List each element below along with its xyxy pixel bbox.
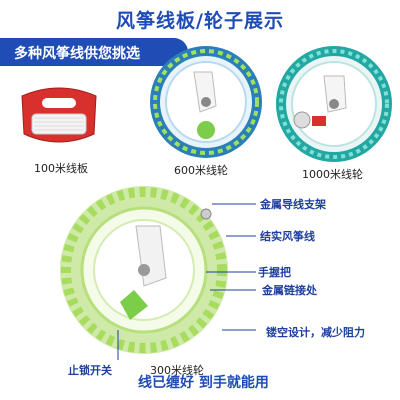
callout-lock-switch: 止锁开关	[68, 364, 112, 377]
banner-text: 多种风筝线供您挑选	[14, 46, 140, 62]
line-board-100m-image	[21, 87, 97, 143]
reel-1000m-caption: 1000米线轮	[302, 168, 363, 181]
reel-300m-image	[60, 186, 228, 354]
reel-600m-image	[150, 46, 262, 158]
callout-hollow-design: 镂空设计，减少阻力	[266, 326, 365, 339]
reel-300m-caption: 300米线轮	[150, 364, 204, 377]
reel-600m-caption: 600米线轮	[174, 164, 228, 177]
callout-handle: 手握把	[258, 266, 291, 279]
reel-1000m-image	[276, 46, 392, 162]
callout-metal-link: 金属链接处	[262, 284, 317, 297]
callout-strong-line: 结实风筝线	[260, 230, 315, 243]
selection-banner: 多种风筝线供您挑选	[0, 38, 188, 66]
line-board-100m-caption: 100米线板	[34, 162, 88, 175]
callout-metal-guide: 金属导线支架	[260, 198, 326, 211]
footer-tagline: 线已缠好 到手就能用	[138, 375, 269, 391]
page-title: 风筝线板/轮子展示	[116, 10, 284, 32]
